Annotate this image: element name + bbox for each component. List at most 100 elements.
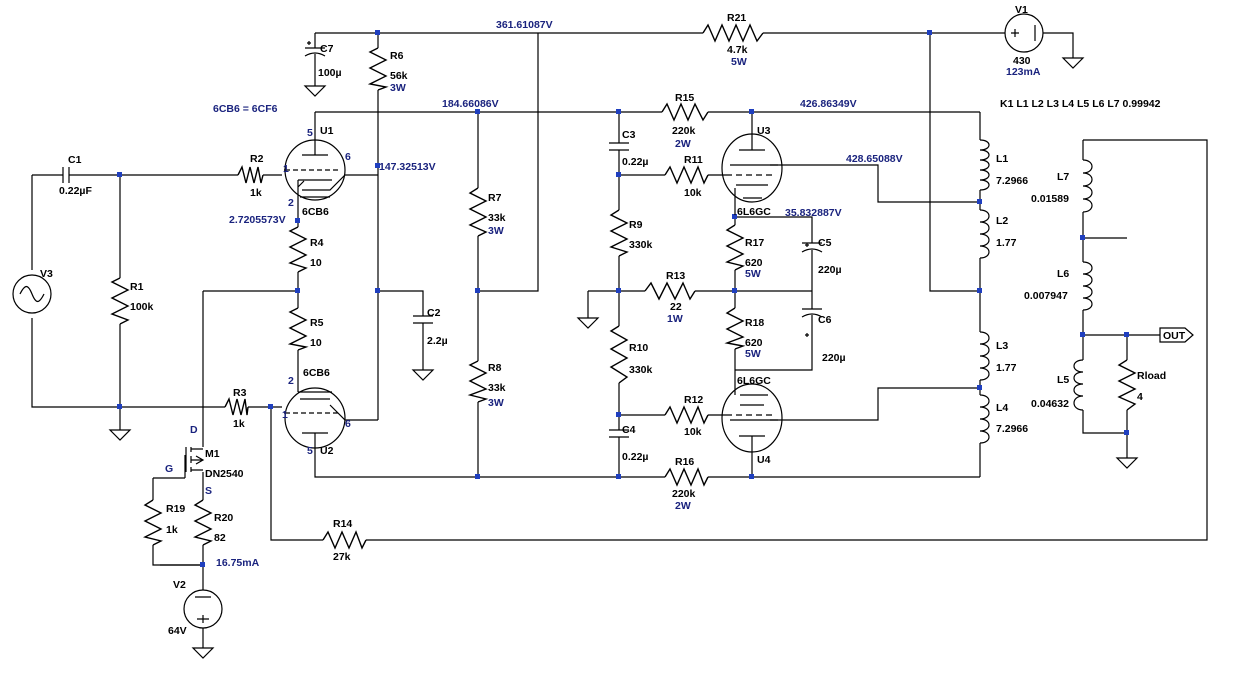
m1-gate: G <box>165 463 173 475</box>
node-voltage-u3-screen: 428.65088V <box>846 153 903 165</box>
c7-value: 100µ <box>318 67 342 79</box>
node-voltage-supply: 361.61087V <box>496 19 553 31</box>
junction-dot <box>295 218 300 223</box>
junction-dot <box>977 385 982 390</box>
tube-u2 <box>284 377 366 450</box>
resistor-r4 <box>288 226 308 273</box>
l5-ref: L5 <box>1057 374 1069 386</box>
l7-value: 0.01589 <box>1031 193 1069 205</box>
c5-ref: C5 <box>818 237 832 249</box>
r4-ref: R4 <box>310 237 324 249</box>
r11-value: 10k <box>684 187 702 199</box>
capacitor-c3 <box>609 142 629 160</box>
spice-note: 6CB6 = 6CF6 <box>213 103 278 115</box>
r1-value: 100k <box>130 301 154 313</box>
voltage-source-v1 <box>1004 13 1044 53</box>
u2-type: 6CB6 <box>303 367 330 379</box>
r7-value: 33k <box>488 212 506 224</box>
resistor-r9 <box>609 209 629 257</box>
r14-ref: R14 <box>333 518 352 530</box>
r17-power: 5W <box>745 268 761 280</box>
inductor-l1 <box>979 139 990 191</box>
m1-type: DN2540 <box>205 468 244 480</box>
u3-type: 6L6GC <box>737 206 771 218</box>
c7-ref: C7 <box>320 43 334 55</box>
output-flag <box>1159 327 1194 343</box>
ground-symbol <box>303 85 327 97</box>
u1-pin-6: 6 <box>345 151 351 163</box>
u4-ref: U4 <box>757 454 771 466</box>
c4-value: 0.22µ <box>622 451 649 463</box>
junction-dot <box>117 172 122 177</box>
r12-ref: R12 <box>684 394 703 406</box>
r15-value: 220k <box>672 125 696 137</box>
r7-ref: R7 <box>488 192 502 204</box>
r9-ref: R9 <box>629 219 643 231</box>
l1-ref: L1 <box>996 153 1008 165</box>
tube-u1 <box>284 130 378 201</box>
v1-value: 430 <box>1013 55 1031 67</box>
u1-type: 6CB6 <box>302 206 329 218</box>
r2-value: 1k <box>250 187 262 199</box>
junction-dot <box>1080 235 1085 240</box>
junction-dot <box>749 109 754 114</box>
tube-u4 <box>721 370 783 453</box>
rload-value: 4 <box>1137 391 1143 403</box>
resistor-r16 <box>664 467 709 487</box>
resistor-r17 <box>724 224 746 271</box>
ground-symbol <box>576 317 600 329</box>
junction-dot <box>1080 332 1085 337</box>
m1-ref: M1 <box>205 448 220 460</box>
ground-symbol <box>1061 57 1085 69</box>
r1-ref: R1 <box>130 281 144 293</box>
l1-value: 7.2966 <box>996 175 1028 187</box>
r15-power: 2W <box>675 138 691 150</box>
l3-value: 1.77 <box>996 362 1017 374</box>
resistor-r20 <box>192 499 214 546</box>
r21-value: 4.7k <box>727 44 748 56</box>
r4-value: 10 <box>310 257 322 269</box>
node-voltages: 361.61087V 184.66086V 426.86349V 428.650… <box>229 19 903 226</box>
r10-ref: R10 <box>629 342 648 354</box>
junction-dot <box>616 172 621 177</box>
resistors <box>110 23 1137 550</box>
l7-ref: L7 <box>1057 171 1069 183</box>
r9-value: 330k <box>629 239 653 251</box>
resistor-r14 <box>322 530 367 550</box>
v1-ref: V1 <box>1015 4 1028 16</box>
node-voltage-u1-plate: 147.32513V <box>379 161 436 173</box>
r7-power: 3W <box>488 225 504 237</box>
u1-pin-5: 5 <box>307 127 313 139</box>
r20-value: 82 <box>214 532 226 544</box>
c4-ref: C4 <box>622 424 636 436</box>
inductor-l7 <box>1082 159 1093 213</box>
c2-ref: C2 <box>427 307 441 319</box>
capacitor-c1 <box>62 167 79 183</box>
r12-value: 10k <box>684 426 702 438</box>
junction-dot <box>732 288 737 293</box>
l6-ref: L6 <box>1057 268 1069 280</box>
capacitor-c2 <box>413 315 433 335</box>
r18-ref: R18 <box>745 317 764 329</box>
capacitor-c5 <box>801 242 823 277</box>
junction-dot <box>475 109 480 114</box>
c2-value: 2.2µ <box>427 335 448 347</box>
junction-dot <box>295 288 300 293</box>
c5-value: 220µ <box>818 264 842 276</box>
u1-pin-2: 2 <box>288 197 294 209</box>
r3-value: 1k <box>233 418 245 430</box>
r19-value: 1k <box>166 524 178 536</box>
c1-ref: C1 <box>68 154 82 166</box>
m1-current: 16.75mA <box>216 557 260 569</box>
r17-value: 620 <box>745 257 763 269</box>
capacitor-c4 <box>609 429 629 450</box>
output-label: OUT <box>1163 330 1186 342</box>
component-labels: C1 0.22µF R1 100k V3 R2 1k R3 1k R4 10 R… <box>40 4 1186 637</box>
junction-dot <box>475 474 480 479</box>
resistor-r8 <box>467 360 489 403</box>
junction-dot <box>977 199 982 204</box>
inductor-l3 <box>979 331 990 381</box>
r13-value: 22 <box>670 301 682 313</box>
